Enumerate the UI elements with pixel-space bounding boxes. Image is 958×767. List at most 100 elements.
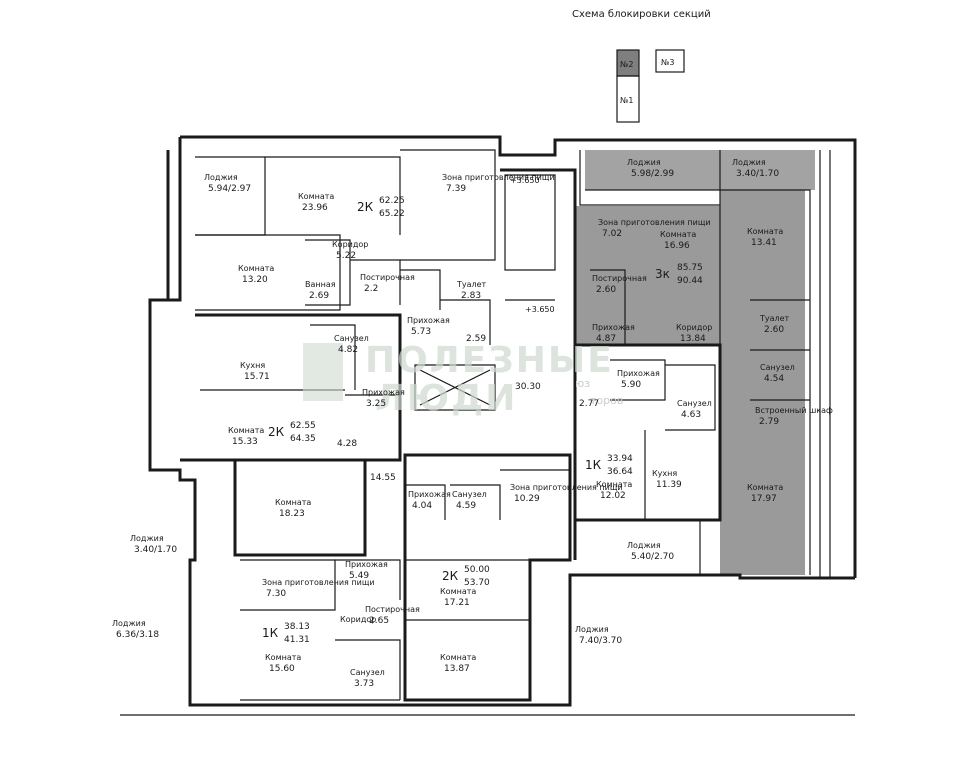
room-name: Санузел <box>334 334 369 343</box>
apartment-total-area: 64.35 <box>290 434 316 444</box>
room-name: Лоджия <box>732 158 766 167</box>
room-area: 15.71 <box>244 372 270 382</box>
watermark-line-1: ПОЛЕЗНЫЕ <box>365 340 614 381</box>
apartment-type: 2К <box>357 200 374 214</box>
room-name: Комната <box>747 483 783 492</box>
room-area: 4.87 <box>596 334 616 344</box>
room-area: 4.82 <box>338 345 358 355</box>
room-area: 5.90 <box>621 380 641 390</box>
room-area: 7.30 <box>266 589 286 599</box>
room-area: 2.83 <box>461 291 481 301</box>
section-2-cell <box>617 50 639 76</box>
room-name: Лоджия <box>575 625 609 634</box>
room-name: Комната <box>660 230 696 239</box>
room-area: 3.25 <box>366 399 386 409</box>
section-2-label: №2 <box>620 60 633 69</box>
room-name: Прихожая <box>345 560 388 569</box>
room-name: Санузел <box>760 363 795 372</box>
room-area: 2.69 <box>309 291 329 301</box>
room-name: Комната <box>238 264 274 273</box>
room-area: 3.73 <box>354 679 374 689</box>
room-area: 7.39 <box>446 184 466 194</box>
room-area: 15.33 <box>232 437 258 447</box>
room-area: 5.49 <box>349 571 369 581</box>
room-name: Лоджия <box>112 619 146 628</box>
room-name: Постирочная <box>365 605 420 614</box>
room-name: Комната <box>275 498 311 507</box>
room-name: Прихожая <box>407 316 450 325</box>
room-area: 2.60 <box>764 325 784 335</box>
room-area: 5.94/2.97 <box>208 184 251 194</box>
room-area: 16.96 <box>664 241 690 251</box>
room-area: 4.28 <box>337 439 357 449</box>
room-area: 7.02 <box>602 229 622 239</box>
room-area: 5.73 <box>411 327 431 337</box>
room-area: 2.2 <box>364 284 378 294</box>
room-name: Комната <box>440 587 476 596</box>
apartment-type: 1К <box>585 458 602 472</box>
apartment-total-area: 53.70 <box>464 578 490 588</box>
room-area: 5.98/2.99 <box>631 169 674 179</box>
watermark-sub-2: торов <box>590 394 623 407</box>
room-name: Зона приготовления пищи <box>262 578 375 587</box>
room-name: Зона приготовления пищи <box>598 218 711 227</box>
room-name: Коридор <box>332 240 368 249</box>
room-name: Кухня <box>240 361 265 370</box>
room-area: 23.96 <box>302 203 328 213</box>
room-name: Туалет <box>759 314 790 323</box>
room-name: Коридор <box>676 323 712 332</box>
room-name: Туалет <box>456 280 487 289</box>
room-area: 10.29 <box>514 494 540 504</box>
block-scheme: №2 №3 №1 <box>616 49 685 123</box>
room-name: Прихожая <box>362 388 405 397</box>
room-name: Встроенный шкаф <box>755 406 833 415</box>
room-name: Лоджия <box>627 541 661 550</box>
room-area: 14.55 <box>370 473 396 483</box>
apartment-type: 2К <box>268 425 285 439</box>
room-area: 17.97 <box>751 494 777 504</box>
apartment-type: 2К <box>442 569 459 583</box>
apartment-living-area: 62.55 <box>290 421 316 431</box>
room-area: 15.60 <box>269 664 295 674</box>
room-name: Коридор <box>340 615 376 624</box>
room-area: 11.39 <box>656 480 682 490</box>
room-area: 17.21 <box>444 598 470 608</box>
room-area: 5.22 <box>336 251 356 261</box>
section-1-label: №1 <box>620 96 633 105</box>
room-area: 30.30 <box>515 382 541 392</box>
room-name: Санузел <box>452 490 487 499</box>
apartment-total-area: 65.22 <box>379 209 405 219</box>
room-area: 2.59 <box>466 334 486 344</box>
room-name: Санузел <box>677 399 712 408</box>
scheme-title: Схема блокировки секций <box>572 9 711 20</box>
room-area: 13.87 <box>444 664 470 674</box>
room-name: Постирочная <box>360 273 415 282</box>
watermark-sub-1: юз <box>575 377 590 390</box>
room-area: 2.77 <box>579 399 599 409</box>
room-area: 7.40/3.70 <box>579 636 622 646</box>
room-area: 6.36/3.18 <box>116 630 159 640</box>
room-area: 12.02 <box>600 491 626 501</box>
apartment-type: 1К <box>262 626 279 640</box>
room-name: Лоджия <box>204 173 238 182</box>
room-area: 13.41 <box>751 238 777 248</box>
room-name: Лоджия <box>130 534 164 543</box>
room-name: Зона приготовления пищи <box>442 173 555 182</box>
level-mark-stair: +3.650 <box>525 305 555 314</box>
room-name: Постирочная <box>592 274 647 283</box>
apartment-total-area: 36.64 <box>607 467 633 477</box>
room-name: Прихожая <box>617 369 660 378</box>
apartment-living-area: 38.13 <box>284 622 310 632</box>
room-area: 4.63 <box>681 410 701 420</box>
room-name: Комната <box>298 192 334 201</box>
room-area: 13.20 <box>242 275 268 285</box>
watermark-logo-icon <box>303 343 343 401</box>
apartment-type: 3к <box>655 267 670 281</box>
apt-3k-shading <box>575 150 815 575</box>
room-name: Комната <box>265 653 301 662</box>
room-area: 4.54 <box>764 374 784 384</box>
room-area: 3.40/1.70 <box>134 545 177 555</box>
room-name: Прихожая <box>408 490 451 499</box>
